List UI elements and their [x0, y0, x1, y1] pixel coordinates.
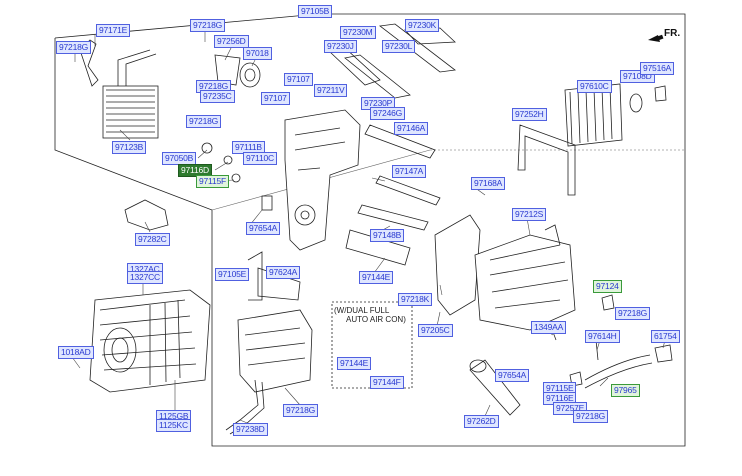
- part-label[interactable]: 1327CC: [127, 271, 163, 284]
- part-label[interactable]: 97516A: [640, 62, 675, 75]
- part-label[interactable]: 97111B: [232, 141, 265, 154]
- part-label[interactable]: 97252H: [512, 108, 547, 121]
- part-label[interactable]: 97205C: [418, 324, 453, 337]
- part-label[interactable]: 1018AD: [58, 346, 94, 359]
- part-label[interactable]: 97218G: [186, 115, 222, 128]
- part-label[interactable]: 97235C: [200, 90, 235, 103]
- part-label[interactable]: 97624A: [266, 266, 301, 279]
- part-label[interactable]: 97218G: [283, 404, 319, 417]
- part-label[interactable]: 61754: [651, 330, 680, 343]
- part-label[interactable]: 97218G: [190, 19, 226, 32]
- part-label[interactable]: 97965: [611, 384, 640, 397]
- part-label[interactable]: 97123B: [112, 141, 147, 154]
- part-label[interactable]: 97218K: [398, 293, 433, 306]
- part-label[interactable]: 97107: [284, 73, 313, 86]
- part-label[interactable]: 97654A: [495, 369, 530, 382]
- part-label[interactable]: 97262D: [464, 415, 499, 428]
- part-label[interactable]: 97654A: [246, 222, 281, 235]
- part-label[interactable]: 97124: [593, 280, 622, 293]
- part-label[interactable]: 97144E: [337, 357, 372, 370]
- part-label[interactable]: 97018: [243, 47, 272, 60]
- part-label[interactable]: 97212S: [512, 208, 547, 221]
- part-label[interactable]: 97610C: [577, 80, 612, 93]
- part-label[interactable]: 97144F: [370, 376, 404, 389]
- part-label[interactable]: 97115F: [196, 175, 229, 188]
- part-label[interactable]: 97105E: [215, 268, 250, 281]
- part-label[interactable]: 97211V: [314, 84, 348, 97]
- part-label[interactable]: 1125KC: [156, 419, 191, 432]
- part-label[interactable]: 97147A: [392, 165, 427, 178]
- part-label[interactable]: 97146A: [394, 122, 429, 135]
- part-label[interactable]: 97230J: [324, 40, 357, 53]
- heater-core: [79, 39, 159, 139]
- part-label[interactable]: 97218G: [573, 410, 609, 423]
- part-label[interactable]: 97246G: [370, 107, 406, 120]
- part-label[interactable]: 97238D: [233, 423, 268, 436]
- part-label[interactable]: 97230K: [405, 19, 440, 32]
- part-label[interactable]: 97105B: [298, 5, 333, 18]
- part-label[interactable]: 97144E: [359, 271, 394, 284]
- part-label[interactable]: 1349AA: [531, 321, 567, 334]
- part-label[interactable]: 97171E: [96, 24, 131, 37]
- part-label[interactable]: 97230M: [340, 26, 376, 39]
- part-label[interactable]: 97282C: [135, 233, 170, 246]
- part-label[interactable]: 97218G: [615, 307, 651, 320]
- part-label[interactable]: 97148B: [370, 229, 405, 242]
- variant-note-line-1: (W/DUAL FULL: [334, 306, 390, 315]
- part-label[interactable]: 97218G: [56, 41, 92, 54]
- part-label[interactable]: 97230L: [382, 40, 416, 53]
- part-label[interactable]: 97256D: [214, 35, 249, 48]
- front-arrow: [648, 34, 664, 42]
- part-label[interactable]: 97614H: [585, 330, 620, 343]
- front-direction-label: FR.: [664, 28, 681, 39]
- part-label[interactable]: 97168A: [471, 177, 506, 190]
- part-label-selected[interactable]: 97116D: [178, 164, 212, 177]
- variant-note-line-2: AUTO AIR CON): [346, 315, 406, 324]
- part-label[interactable]: 97110C: [243, 152, 277, 165]
- part-label[interactable]: 97107: [261, 92, 290, 105]
